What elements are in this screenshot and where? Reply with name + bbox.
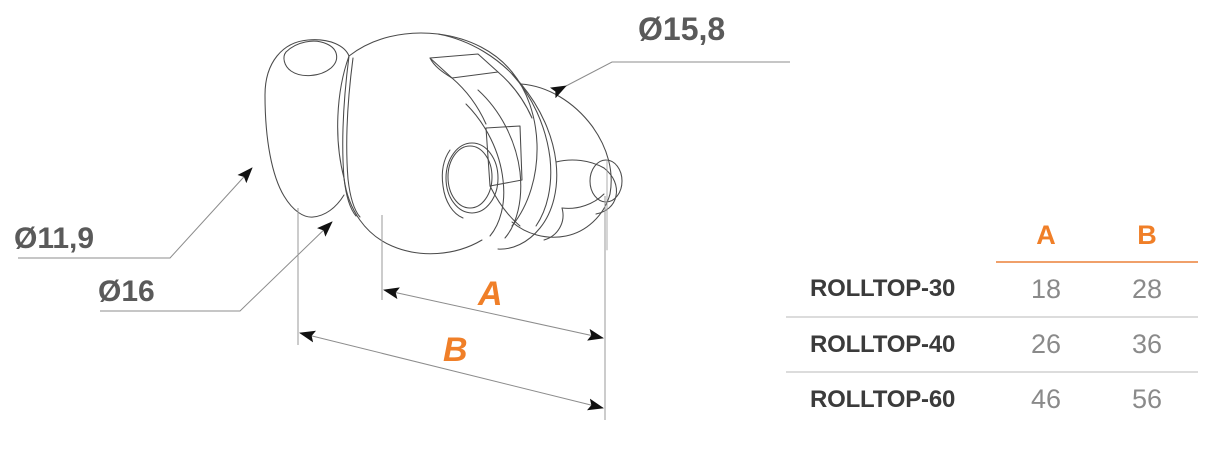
back-shell-top (437, 33, 557, 163)
row-model-name: ROLLTOP-30 (786, 262, 996, 319)
table-header-row: A B (786, 222, 1198, 263)
dimension-label-dia-15-8: Ø15,8 (638, 11, 725, 47)
table-body: ROLLTOP-30 18 28 ROLLTOP-40 26 36 ROLLTO… (786, 262, 1198, 426)
table-row: ROLLTOP-30 18 28 (786, 262, 1198, 319)
front-hole-counterbore (441, 149, 464, 219)
saddle-rib-back (511, 73, 552, 227)
table-row: ROLLTOP-40 26 36 (786, 317, 1198, 374)
rear-facet-edge (489, 185, 521, 227)
table-row: ROLLTOP-60 46 56 (786, 372, 1198, 426)
dim-line-b (299, 330, 604, 411)
body-front-rim-left (337, 55, 350, 179)
stub-left-silhouette (264, 94, 314, 218)
table-head: A B (786, 222, 1198, 263)
rear-cap-upper (555, 159, 605, 169)
stub-body-seam-b (346, 57, 361, 218)
rear-boss-sweep-lower (511, 193, 611, 238)
annotation-lines (18, 61, 790, 420)
top-slot-edge-a (451, 77, 487, 125)
saddle-rib-outer (477, 89, 522, 239)
dim-line-a (383, 287, 604, 341)
saddle-rib-inner (465, 103, 505, 237)
body-right-silhouette (511, 71, 538, 227)
stub-bore-ellipse (283, 40, 338, 77)
body-top-edge (348, 32, 513, 73)
row-model-name: ROLLTOP-40 (786, 317, 996, 374)
part-drawing: Ø11,9 Ø16 Ø15,8 A B (14, 11, 790, 420)
rear-flat-facet (485, 125, 523, 187)
leader-dia-15-8 (549, 61, 790, 99)
row-value-b: 28 (1096, 262, 1198, 319)
row-value-b: 56 (1131, 384, 1163, 415)
row-value-a: 46 (1030, 384, 1062, 415)
part-geometry (264, 32, 623, 255)
stub-bottom-arc (312, 194, 345, 218)
row-value-a: 18 (996, 262, 1096, 319)
row-value-b: 36 (1096, 317, 1198, 374)
column-header-a: A (996, 222, 1096, 263)
leader-dia-16 (100, 221, 333, 312)
back-shell-lower (497, 161, 558, 250)
rolltop-size-table: A B ROLLTOP-30 18 28 ROLLTOP-40 26 36 RO… (786, 222, 1198, 426)
body-front-bottom-edge (343, 177, 483, 255)
top-slot-face (429, 53, 499, 79)
dimension-letter-b: B (443, 331, 468, 369)
leader-dia-11-9 (18, 167, 253, 259)
dimension-label-dia-11-9: Ø11,9 (14, 222, 94, 255)
column-header-b: B (1096, 222, 1198, 263)
top-slot-edge-b (497, 71, 533, 119)
row-model-name: ROLLTOP-60 (810, 385, 956, 413)
rear-cap-right (595, 167, 617, 215)
front-hole-inner (447, 145, 493, 209)
row-value-a: 26 (996, 317, 1096, 374)
top-slot-edge-c (429, 57, 453, 79)
front-hole-outer (445, 142, 499, 214)
stub-top-arc (264, 39, 350, 96)
dimension-label-dia-16: Ø16 (98, 275, 155, 308)
size-table: A B ROLLTOP-30 18 28 ROLLTOP-40 26 36 RO… (786, 222, 1198, 426)
stub-body-seam-a (342, 55, 357, 217)
rear-cap-lower (561, 193, 605, 209)
rear-boss-sweep (520, 83, 612, 195)
column-header-name (786, 222, 996, 262)
rear-cap-tail (543, 207, 564, 241)
dimension-letter-a: A (477, 275, 503, 313)
rear-small-hole (589, 159, 623, 203)
